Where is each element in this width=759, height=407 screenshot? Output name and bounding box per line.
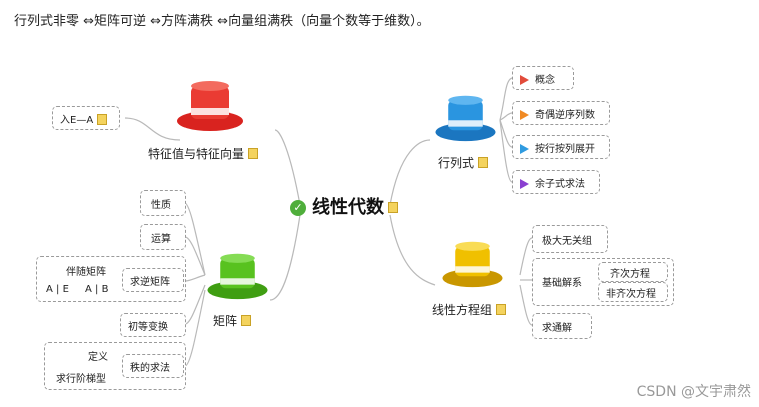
rank-child-1: 定义 [88,352,108,363]
green-hat-icon [207,253,268,300]
link-root-eigen [274,129,301,206]
orange-flag-icon [520,110,529,120]
purple-flag-icon [520,179,529,189]
root-node[interactable]: ✓ 线性代数 [290,193,398,219]
matrix-child-5: 秩的求法 [130,363,170,374]
matrix-child-3: 求逆矩阵 [130,277,170,288]
branch-matrix-label: 矩阵 [213,314,238,328]
matrix-child-1: 性质 [151,200,171,211]
note-icon [496,304,507,315]
basis-child-box-2[interactable] [598,282,668,302]
eq-child-box-3[interactable] [532,313,592,339]
matrix-child-2: 运算 [151,234,171,245]
matrix-child-box-3[interactable] [122,268,184,292]
det-child-2: 奇偶逆序列数 [520,106,595,121]
eigen-child-box[interactable] [52,106,120,130]
inverse-child-1: 伴随矩阵 [66,267,106,278]
note-icon [388,201,398,213]
branch-eigen-label: 特征值与特征向量 [148,147,245,161]
inverse-child-2: A | E [46,284,69,295]
link-det-1 [499,77,513,121]
blue-hat-icon [435,95,496,142]
note-icon [248,148,259,159]
inverse-child-3: A | B [85,284,109,295]
det-child-3: 按行按列展开 [520,140,595,155]
basis-child-2: 非齐次方程 [606,289,656,300]
watermark-text: CSDN @文宇肃然 [636,384,751,400]
branch-equations-label: 线性方程组 [432,303,493,317]
matrix-child-box-4[interactable] [120,313,186,337]
link-root-equations [389,214,436,286]
blue-flag-icon [520,144,529,154]
note-icon [478,157,489,168]
branch-matrix[interactable]: 矩阵 [213,312,252,329]
basis-child-box-1[interactable] [598,262,668,282]
eq-child-box-1[interactable] [532,225,608,253]
rank-child-2: 求行阶梯型 [56,374,106,385]
branch-determinant-label: 行列式 [438,156,475,170]
matrix-child-4: 初等变换 [128,322,168,333]
branch-equations[interactable]: 线性方程组 [432,301,507,318]
yellow-hat-icon [442,241,503,288]
matrix-child-box-2[interactable] [140,224,186,250]
red-hat-icon [177,81,243,131]
det-child-1: 概念 [520,71,555,86]
branch-determinant[interactable]: 行列式 [438,154,489,171]
eq-child-3: 求通解 [542,323,572,334]
check-icon: ✓ [290,200,306,216]
matrix-child-box-5[interactable] [122,354,184,378]
matrix-child-box-1[interactable] [140,190,186,216]
eq-child-2: 基础解系 [542,278,582,289]
note-icon [241,315,252,326]
root-label: 线性代数 [312,197,384,218]
headline-text: 行列式非零 ⇔矩阵可逆 ⇔方阵满秩 ⇔向量组满秩（向量个数等于维数）。 [14,14,430,29]
red-flag-icon [520,75,529,85]
basis-child-1: 齐次方程 [610,269,650,280]
link-root-matrix [269,214,301,301]
eq-child-1: 极大无关组 [542,236,592,247]
link-root-determinant [389,139,431,206]
link-eigen-child [124,117,181,141]
branch-eigen[interactable]: 特征值与特征向量 [148,145,259,162]
eigen-child-label: 入E—A [60,111,108,126]
note-icon [97,113,108,125]
det-child-4: 余子式求法 [520,175,585,190]
